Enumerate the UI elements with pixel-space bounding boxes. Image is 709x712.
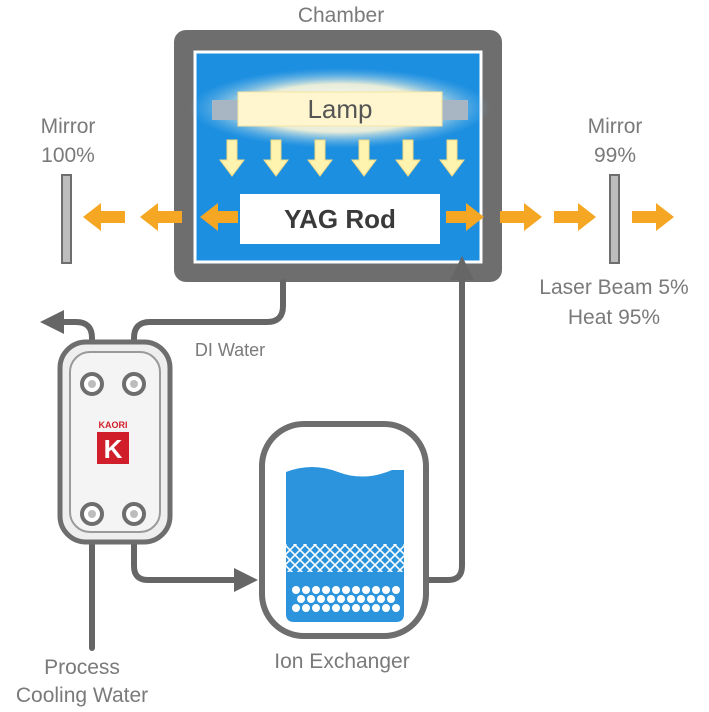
arrow-icon [200, 203, 238, 231]
lamp-arrow-icon [395, 139, 421, 177]
mirror-right-label: Mirror [588, 115, 643, 138]
arrow-icon [446, 203, 484, 231]
heat-label: Heat 95% [568, 306, 660, 329]
chamber-label: Chamber [298, 4, 384, 27]
lamp-label: Lamp [307, 94, 372, 124]
pipes [40, 256, 474, 651]
kaori-logo-icon: KAORI K [97, 420, 129, 464]
mirror-left-icon [61, 174, 72, 264]
ion-exchanger-label: Ion Exchanger [274, 650, 409, 673]
mirror-left-label: Mirror [41, 115, 96, 138]
lamp-arrow-icon [439, 139, 465, 177]
lamp-arrow-icon [307, 139, 333, 177]
lamp-arrow-icon [263, 139, 289, 177]
yag-rod [240, 194, 440, 244]
arrow-icon [554, 203, 596, 231]
arrow-icon [500, 203, 542, 231]
mirror-left-percent: 100% [41, 144, 95, 167]
arrow-icon [632, 203, 674, 231]
outlet-pipe [40, 310, 95, 379]
lamp-arrows [219, 139, 465, 177]
lamp-arrow-icon [219, 139, 245, 177]
brand-text: KAORI [99, 420, 128, 430]
beam-arrows [83, 203, 674, 231]
di-water-label: DI Water [195, 340, 265, 360]
di-water-pipe [131, 279, 286, 379]
lamp-tube-icon [212, 91, 468, 127]
exchanger-to-ion-pipe [131, 509, 258, 592]
mirror-right-percent: 99% [594, 144, 636, 167]
mirror-right-icon [609, 174, 620, 264]
arrow-icon [140, 203, 182, 231]
ion-exchanger-tank-icon [259, 421, 429, 639]
laser-beam-label: Laser Beam 5% [539, 276, 688, 299]
yag-rod-label: YAG Rod [284, 204, 396, 234]
lamp-arrow-icon [351, 139, 377, 177]
ion-to-chamber-pipe [423, 256, 474, 583]
brand-letter: K [104, 434, 123, 464]
arrow-icon [83, 203, 125, 231]
cooling-water-label: Cooling Water [16, 684, 148, 707]
process-label: Process [44, 656, 120, 679]
